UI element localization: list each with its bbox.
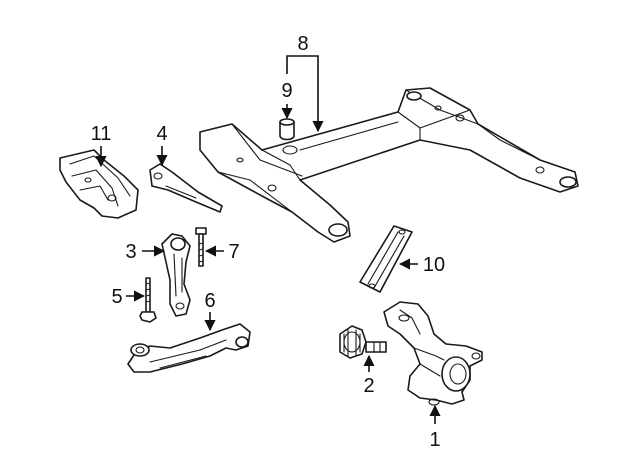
callout-8: 8 xyxy=(297,33,308,55)
bracket-part xyxy=(149,163,223,213)
bolt-7-part xyxy=(195,227,207,267)
leader-lines xyxy=(95,55,441,424)
callout-3: 3 xyxy=(125,241,136,263)
callout-11: 11 xyxy=(91,123,112,145)
callout-1: 1 xyxy=(429,429,440,451)
link-arm-part xyxy=(161,233,191,317)
callout-5: 5 xyxy=(111,286,122,308)
crossmember-part xyxy=(199,87,579,243)
ball-joint-part xyxy=(339,325,387,359)
control-arm-part xyxy=(127,323,251,373)
callout-labels: 1 2 3 4 5 6 7 8 9 10 11 xyxy=(91,33,446,451)
heat-shield-part xyxy=(59,149,139,219)
steering-knuckle-part xyxy=(383,301,483,406)
callout-9: 9 xyxy=(281,80,292,102)
bushing-part xyxy=(279,118,295,141)
callout-10: 10 xyxy=(423,254,445,276)
bolt-5-part xyxy=(139,277,157,323)
splash-plate-part xyxy=(359,225,413,293)
callout-7: 7 xyxy=(228,241,239,263)
callout-2: 2 xyxy=(363,375,374,397)
callout-4: 4 xyxy=(156,123,167,145)
callout-6: 6 xyxy=(204,290,215,312)
